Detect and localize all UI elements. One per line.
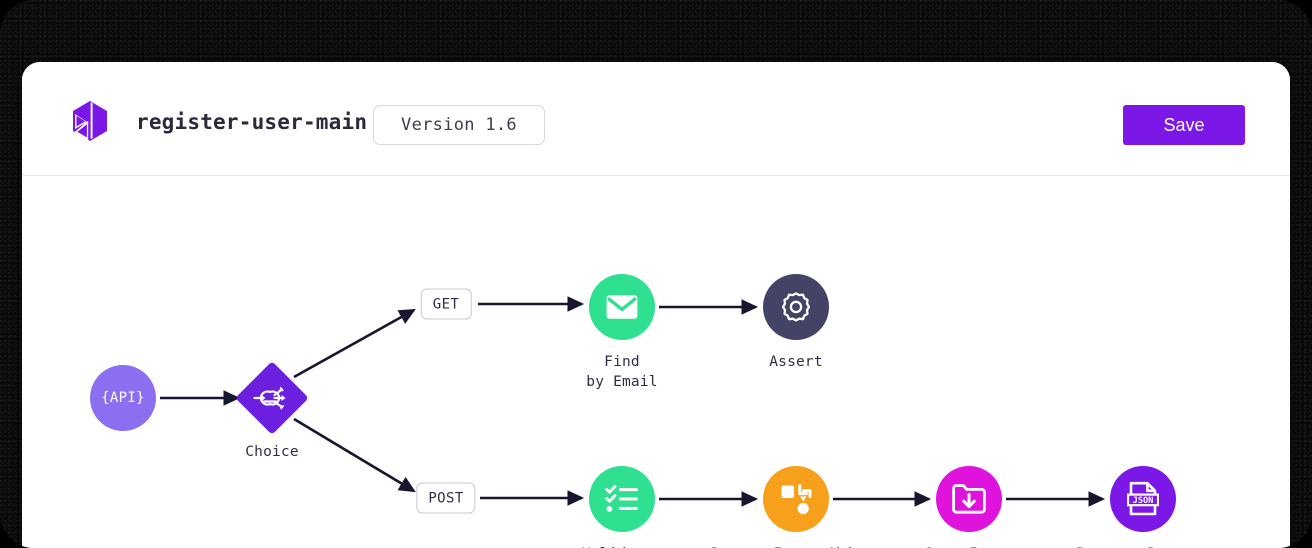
- node-assert-label: Assert: [769, 354, 823, 370]
- checklist-icon[interactable]: [589, 466, 655, 532]
- cube-logo-icon: [68, 98, 112, 142]
- app-window: register-user-main Version 1.6 Save: [22, 62, 1290, 548]
- page-title: register-user-main: [136, 110, 368, 134]
- flow-edges: [160, 296, 1106, 507]
- api-start-icon[interactable]: {API}: [90, 365, 156, 431]
- node-save-input-object-label: Save Input Object: [924, 544, 1013, 548]
- version-badge[interactable]: Version 1.6: [373, 105, 545, 145]
- node-validator-label: Validator: [582, 544, 662, 548]
- edge-choice-get: [293, 308, 416, 379]
- node-start-inline-text: {API}: [101, 390, 145, 406]
- node-prepare-request-parameters-label: Prepare Request Parameters: [1076, 544, 1210, 548]
- node-choice-label: Choice: [245, 444, 299, 460]
- app-header: register-user-main Version 1.6 Save: [22, 62, 1290, 176]
- flow-canvas[interactable]: {API}: [22, 177, 1290, 548]
- json-file-icon[interactable]: JSON: [1110, 466, 1176, 532]
- branch-choice-icon[interactable]: [235, 361, 309, 435]
- edge-choice-post: [293, 417, 416, 493]
- folder-download-icon[interactable]: [936, 466, 1002, 532]
- node-rename-input-object-label: Rename Input Object: [711, 544, 881, 548]
- envelope-icon[interactable]: [589, 274, 655, 340]
- svg-text:JSON: JSON: [1133, 496, 1154, 506]
- node-find-by-email-label: Find by Email: [586, 354, 658, 390]
- edge-chip-post[interactable]: POST: [416, 482, 476, 514]
- gear-icon[interactable]: [763, 274, 829, 340]
- save-button[interactable]: Save: [1123, 105, 1245, 145]
- transform-icon[interactable]: [763, 466, 829, 532]
- edge-chip-get[interactable]: GET: [420, 288, 472, 320]
